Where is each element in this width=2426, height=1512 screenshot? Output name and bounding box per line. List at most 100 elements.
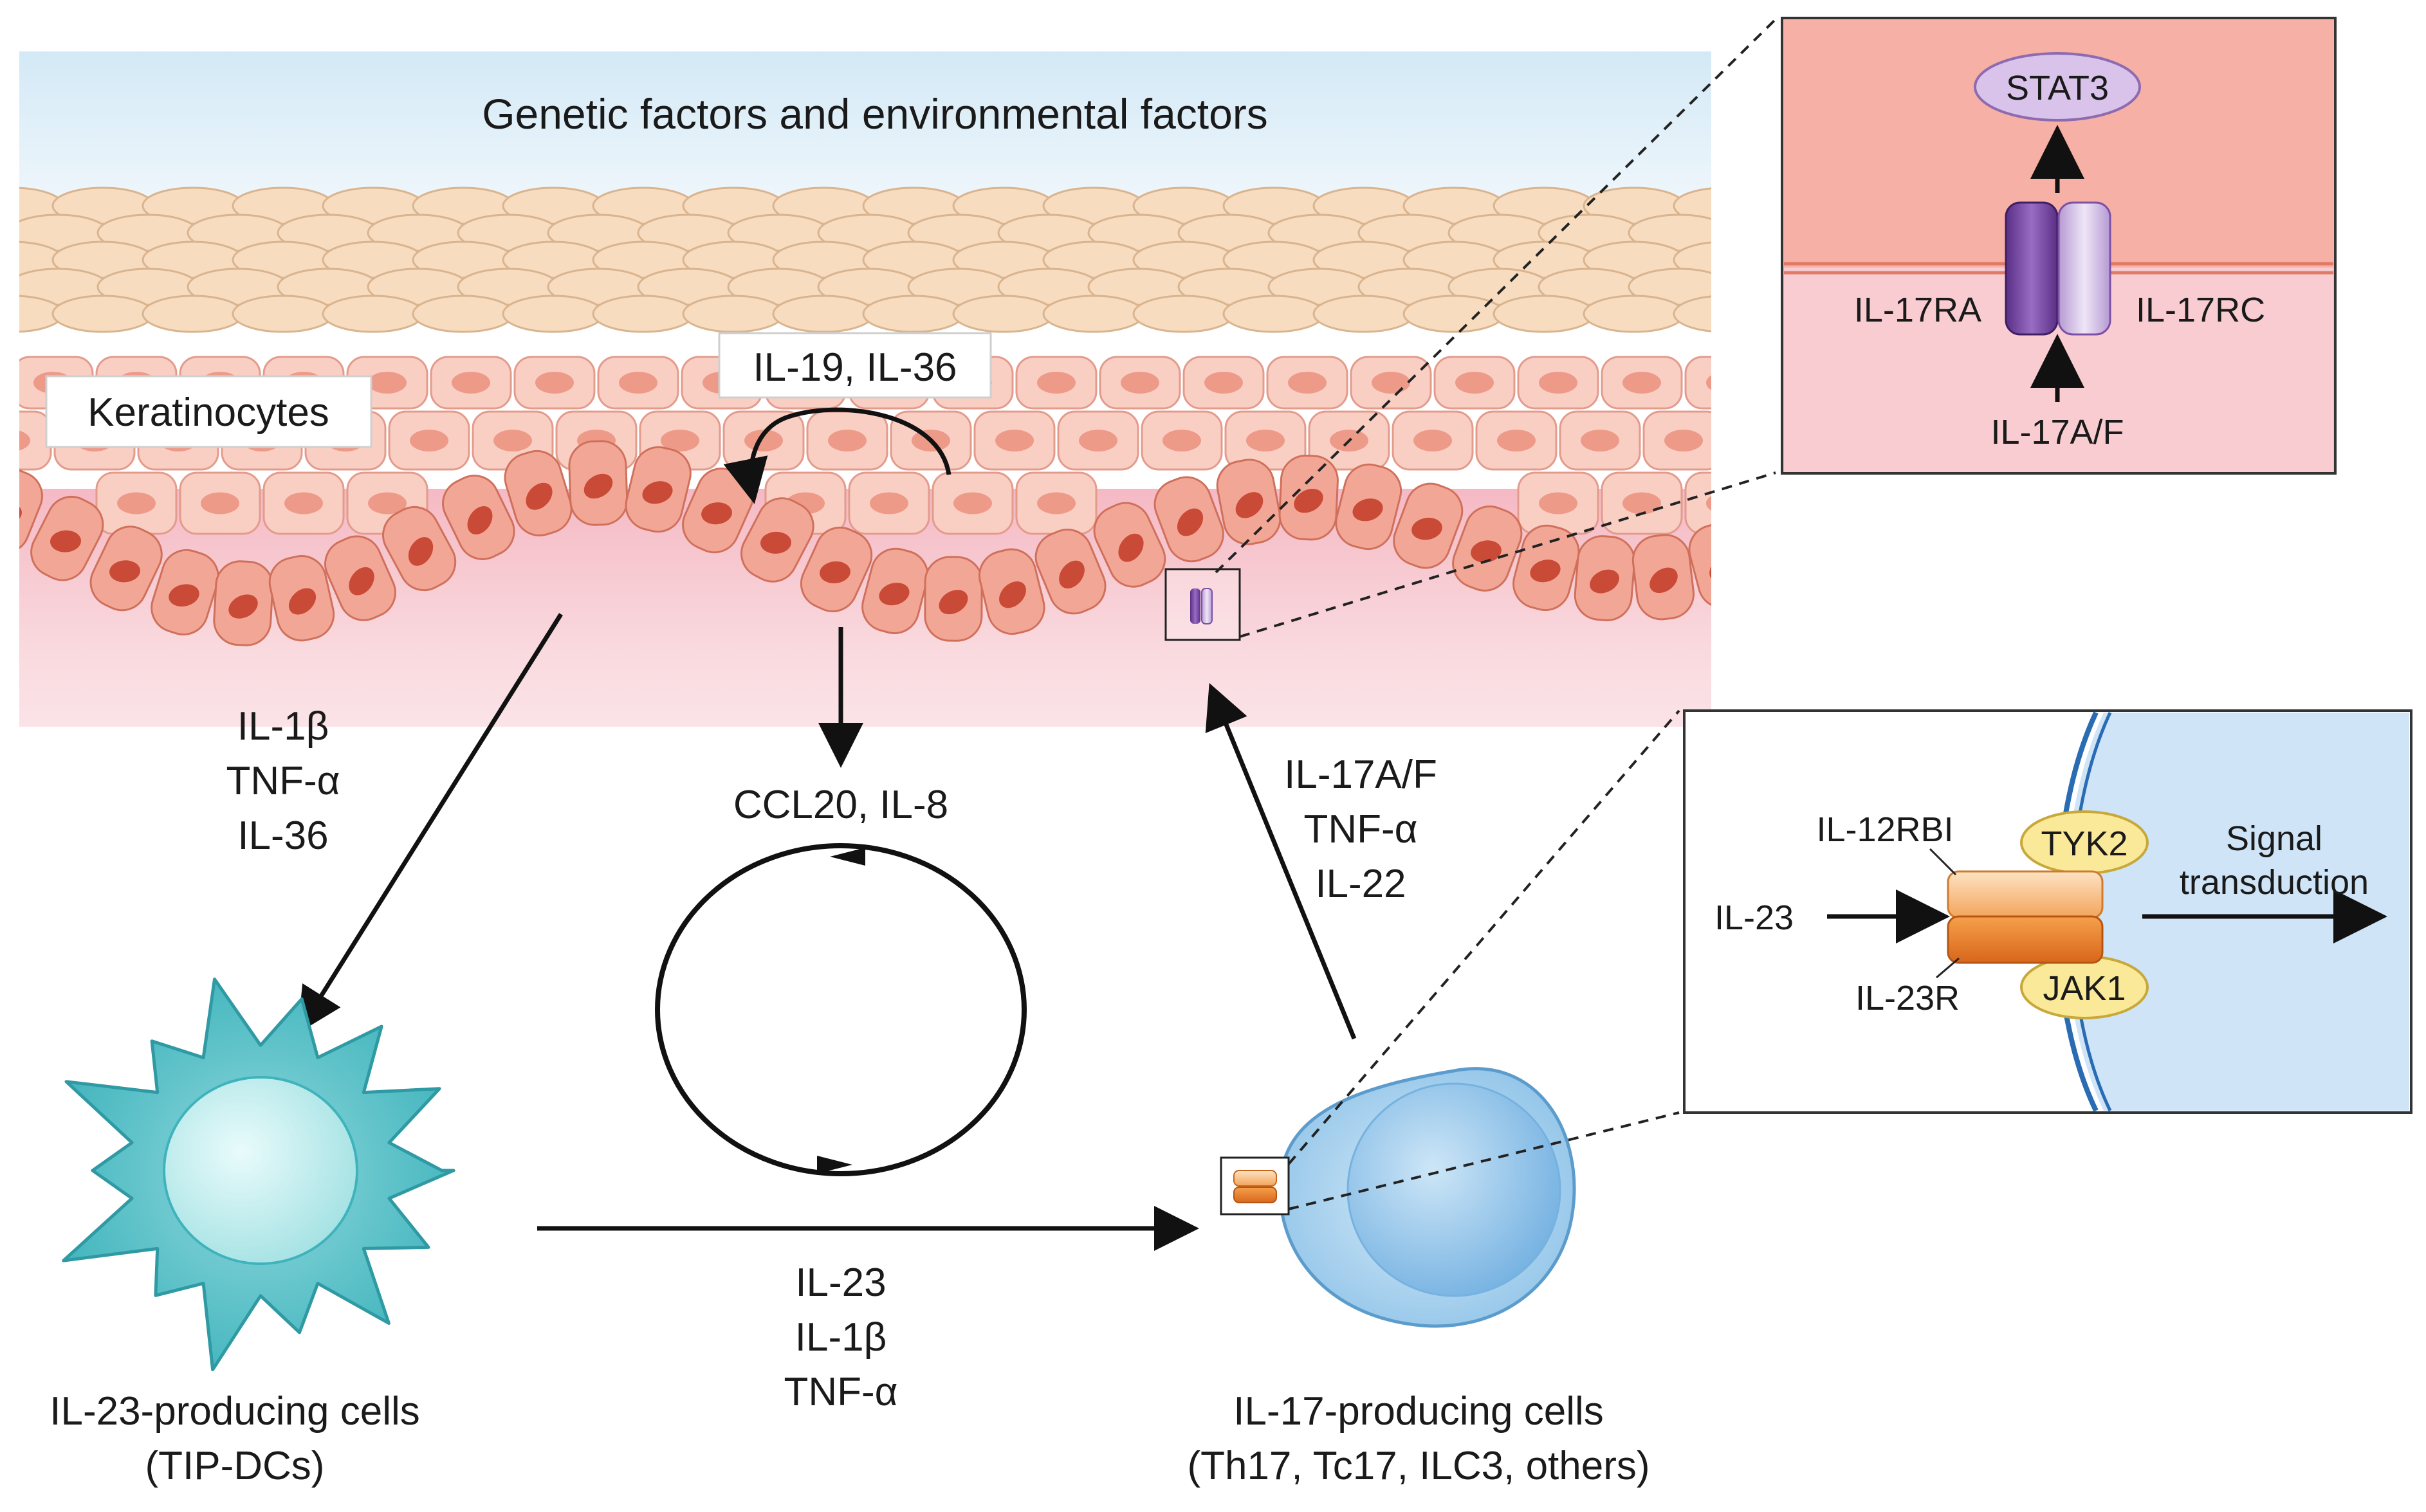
- cell-nucleus: [1413, 430, 1452, 451]
- cell-nucleus: [201, 492, 239, 515]
- basal-cell: [861, 547, 929, 634]
- corneocyte: [322, 295, 425, 333]
- basal-cell: [1631, 534, 1695, 621]
- corneocyte: [952, 295, 1055, 333]
- basal-cell: [19, 468, 43, 554]
- loop-label: IL-19, IL-36: [753, 345, 957, 390]
- basal-cell: [1574, 535, 1636, 621]
- basal-cell: [625, 446, 692, 533]
- basal-cell: [1216, 459, 1282, 545]
- bottom-cytokine-2: IL-1β: [795, 1315, 887, 1360]
- cell-nucleus: [1121, 372, 1159, 394]
- cell-nucleus: [1497, 430, 1536, 451]
- corneocyte: [51, 295, 154, 333]
- corneocyte: [1312, 295, 1415, 333]
- t-cell-nucleus: [1346, 1082, 1561, 1297]
- basal-nucleus: [526, 482, 553, 510]
- corneocyte: [772, 295, 875, 333]
- basal-cell: [1093, 502, 1166, 588]
- basal-cell: [1452, 505, 1523, 592]
- bottom-cytokine-3: TNF-α: [784, 1370, 897, 1414]
- corneocyte: [1132, 295, 1235, 333]
- basal-nucleus: [1177, 508, 1204, 536]
- basal-nucleus: [1471, 540, 1502, 563]
- basal-nucleus: [879, 583, 910, 606]
- cell-interior: [2065, 713, 2409, 1111]
- dendritic-cell: [62, 978, 455, 1372]
- dc-label-line2: (TIP-DCs): [145, 1444, 325, 1488]
- basal-nucleus: [408, 537, 434, 566]
- il17r-zoom-box: [1164, 568, 1241, 641]
- basal-cell: [1278, 454, 1339, 541]
- corneocyte: [592, 295, 695, 333]
- amplification-cycle: [655, 843, 1027, 1176]
- basal-nucleus: [288, 588, 317, 615]
- basal-nucleus: [1235, 492, 1264, 518]
- cell-nucleus: [1372, 372, 1410, 394]
- basal-cell: [151, 549, 219, 636]
- basal-cell: [89, 525, 163, 612]
- basal-cell-body: [1688, 522, 1711, 609]
- basal-cell: [324, 535, 396, 621]
- basal-cell: [442, 475, 515, 560]
- cell-nucleus: [410, 430, 448, 451]
- dc-label-line1: IL-23-producing cells: [50, 1389, 420, 1434]
- skin-panel: [0, 51, 1711, 727]
- signal-label-line2: transduction: [2180, 863, 2369, 902]
- basal-cell: [1393, 482, 1464, 569]
- cell-nucleus: [1539, 372, 1577, 394]
- basal-nucleus: [228, 594, 258, 619]
- stat3-label: STAT3: [2006, 69, 2109, 107]
- basal-cell: [979, 548, 1045, 635]
- basal-nucleus: [1590, 569, 1619, 594]
- tcell-label-line2: (Th17, Tc17, ILC3, others): [1187, 1444, 1649, 1488]
- cell-nucleus: [19, 430, 30, 451]
- il17rc-label: IL-17RC: [2136, 291, 2265, 329]
- basal-nucleus: [999, 581, 1026, 608]
- zoom-line-il17-bottom: [1239, 471, 1776, 638]
- basal-cell: [30, 495, 104, 581]
- chemokines-label: CCL20, IL-8: [733, 783, 948, 827]
- zoom-line-il17-top: [1215, 18, 1777, 574]
- corneocyte: [1583, 295, 1686, 333]
- corneocyte: [0, 215, 18, 251]
- cell-nucleus: [1664, 430, 1703, 451]
- zoom-line-il23-top: [1287, 709, 1680, 1165]
- corneocyte: [0, 269, 18, 305]
- cell-nucleus: [117, 492, 156, 515]
- basal-nucleus: [760, 531, 791, 554]
- keratinocytes-label-box: Keratinocytes: [45, 375, 372, 448]
- corneocyte: [1493, 295, 1595, 333]
- left-cytokine-1: IL-1β: [237, 704, 329, 749]
- basal-cell-body: [19, 468, 43, 554]
- cell-nucleus: [1037, 492, 1076, 515]
- il17ra-label: IL-17RA: [1854, 291, 1981, 329]
- basal-nucleus: [1118, 533, 1144, 562]
- spinous-cell: [1684, 471, 1711, 535]
- cell-nucleus: [1079, 430, 1117, 451]
- cell-nucleus: [368, 372, 407, 394]
- basal-nucleus: [349, 567, 374, 596]
- cell-nucleus: [1037, 372, 1076, 394]
- right-cytokine-2: TNF-α: [1303, 807, 1417, 852]
- basal-nucleus: [1411, 518, 1442, 540]
- basal-cell: [1335, 463, 1402, 551]
- basal-nucleus: [701, 502, 732, 525]
- cell-nucleus: [1539, 492, 1577, 515]
- diagram-title: Genetic factors and environmental factor…: [482, 90, 1268, 138]
- basal-cell: [504, 450, 573, 537]
- il23r-receptor: [1947, 915, 2104, 964]
- basal-cell: [1034, 528, 1107, 615]
- basal-cell: [1688, 522, 1711, 609]
- basal-cell: [268, 555, 335, 642]
- basal-nucleus: [467, 506, 493, 535]
- cell-nucleus: [1204, 372, 1243, 394]
- left-cytokine-3: IL-36: [237, 814, 328, 858]
- dc-nucleus: [163, 1076, 358, 1265]
- basal-cell: [1153, 476, 1224, 563]
- autocrine-loop-arrow: [723, 407, 951, 504]
- cell-nucleus: [1246, 430, 1285, 451]
- il23-receptor-inset: TYK2 JAK1 IL-12RBI IL-23R IL-23 Signal t…: [1683, 709, 2412, 1114]
- cell-nucleus: [995, 430, 1034, 451]
